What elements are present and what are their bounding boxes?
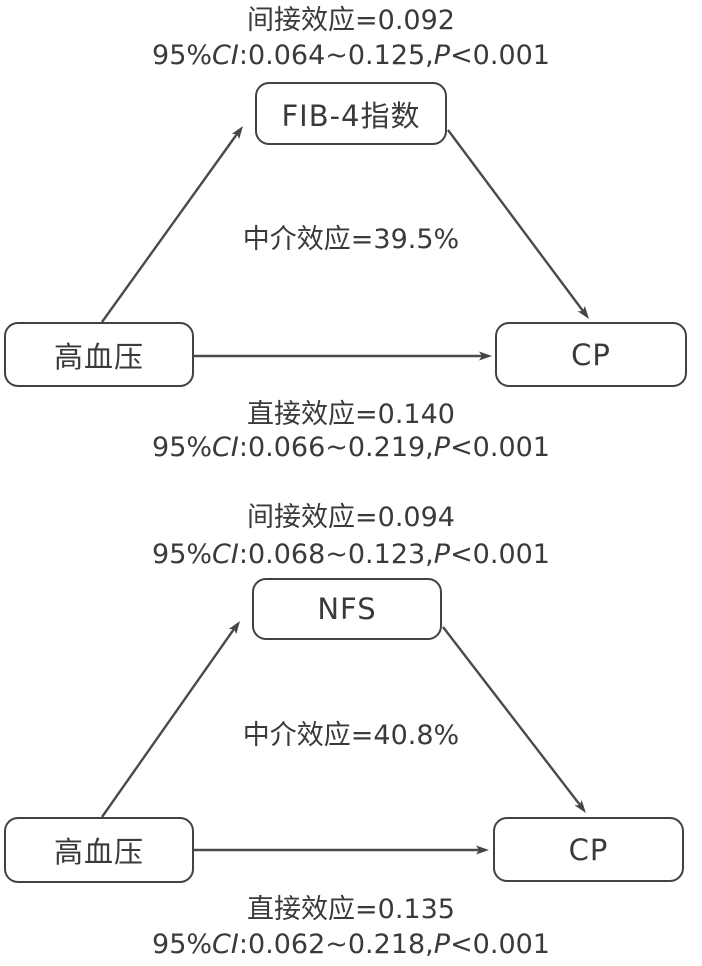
p-abbrev-text: P [433, 539, 451, 570]
p-value-text: <0.001 [450, 432, 550, 463]
path-c-arrowhead-1 [479, 351, 492, 361]
mediator-label-2: NFS [317, 592, 377, 626]
p-abbrev-text: P [433, 432, 451, 463]
ci-values-text: :0.062~0.218, [238, 929, 434, 960]
path-a-arrowhead-1 [231, 126, 243, 140]
outcome-label-1: CP [571, 337, 611, 372]
ci-pct-text: 95% [152, 539, 213, 570]
direct-ci-label-1: 95%CI:0.066~0.219,P<0.001 [0, 431, 702, 465]
ci-abbrev-text: CI [212, 929, 239, 960]
indirect-ci-label-2: 95%CI:0.068~0.123,P<0.001 [0, 538, 702, 572]
path-a-line-2 [101, 628, 235, 818]
ci-values-text: :0.068~0.123, [238, 539, 434, 570]
path-a-line-1 [101, 133, 238, 323]
ci-pct-text: 95% [152, 40, 213, 71]
direct-effect-label-1: 直接效应=0.140 [247, 399, 455, 430]
outcome-label-2: CP [568, 832, 609, 867]
mediator-box-2: NFS [252, 578, 442, 640]
mediation-effect-label-2: 中介效应=40.8% [242, 720, 460, 751]
predictor-box-1: 高血压 [4, 322, 194, 387]
path-c-arrowhead-2 [476, 845, 489, 855]
ci-pct-text: 95% [152, 432, 213, 463]
mediation-effect-label-1: 中介效应=39.5% [242, 224, 460, 255]
indirect-effect-label-1: 间接效应=0.092 [247, 5, 455, 36]
outcome-box-2: CP [493, 817, 684, 882]
ci-abbrev-text: CI [212, 40, 239, 71]
mediator-label-1: FIB-4指数 [281, 98, 421, 133]
predictor-label-2: 高血压 [53, 835, 144, 869]
ci-pct-text: 95% [152, 929, 213, 960]
predictor-box-2: 高血压 [4, 817, 194, 883]
ci-values-text: :0.066~0.219, [238, 432, 434, 463]
ci-abbrev-text: CI [212, 432, 239, 463]
mediator-box-1: FIB-4指数 [255, 82, 447, 145]
path-b-arrowhead-1 [577, 305, 589, 319]
p-value-text: <0.001 [450, 929, 550, 960]
ci-values-text: :0.064~0.125, [238, 40, 434, 71]
direct-ci-label-2: 95%CI:0.062~0.218,P<0.001 [0, 928, 702, 962]
indirect-effect-label-2: 间接效应=0.094 [247, 502, 455, 533]
path-a-arrowhead-2 [228, 621, 240, 635]
p-abbrev-text: P [433, 929, 451, 960]
ci-abbrev-text: CI [212, 539, 239, 570]
outcome-box-1: CP [495, 322, 687, 387]
path-b-arrowhead-2 [574, 800, 586, 813]
direct-effect-label-2: 直接效应=0.135 [247, 894, 455, 925]
path-b-line-1 [447, 129, 584, 312]
p-value-text: <0.001 [450, 40, 550, 71]
p-value-text: <0.001 [450, 539, 550, 570]
p-abbrev-text: P [433, 40, 451, 71]
path-b-line-2 [442, 626, 581, 806]
indirect-ci-label-1: 95%CI:0.064~0.125,P<0.001 [0, 39, 702, 73]
predictor-label-1: 高血压 [53, 339, 144, 374]
